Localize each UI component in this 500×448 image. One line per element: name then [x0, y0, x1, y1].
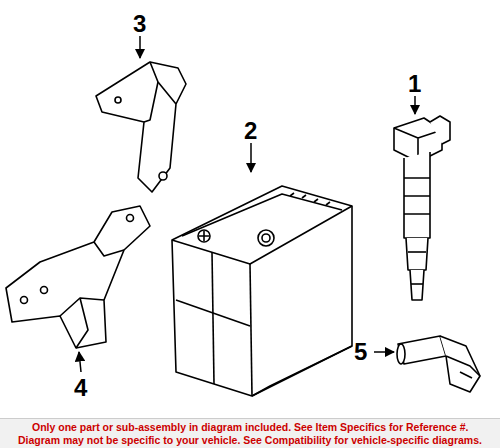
ignition-coil [394, 116, 450, 300]
upper-bracket [96, 62, 186, 192]
callout-number: 5 [354, 340, 367, 364]
sensor [397, 336, 480, 392]
disclaimer-note: Diagram may not be specific to your vehi… [18, 434, 482, 446]
leader-lines [79, 36, 415, 372]
lower-bracket [6, 206, 150, 348]
control-module [172, 186, 352, 396]
callout-number: 4 [74, 376, 87, 400]
callout-number: 1 [408, 72, 421, 96]
callout-number: 3 [133, 12, 146, 36]
disclaimer-note: Only one part or sub-assembly in diagram… [32, 421, 468, 433]
callout-number: 2 [244, 119, 257, 143]
